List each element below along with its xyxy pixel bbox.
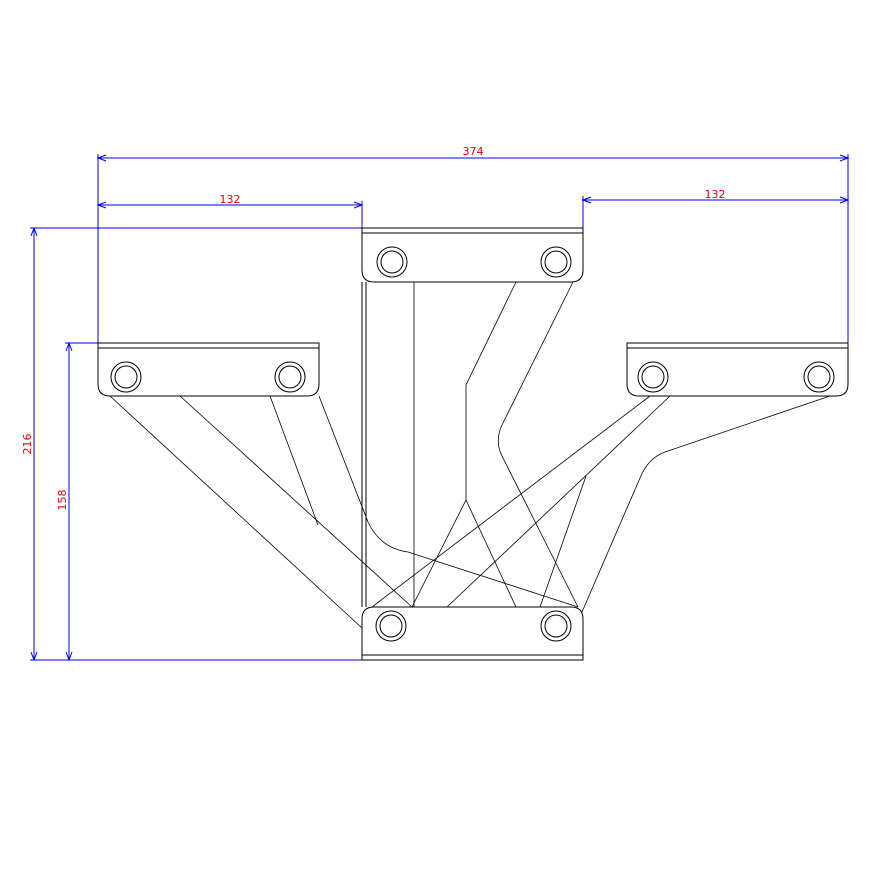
dim-overall-height [30, 226, 362, 662]
bolt-hole-icon [540, 246, 572, 278]
label-overall-height: 216 [21, 434, 34, 455]
bolt-hole-icon [110, 361, 142, 393]
top-plate [361, 227, 584, 283]
label-overall-width: 374 [463, 145, 484, 158]
bolt-hole-icon [375, 610, 407, 642]
dimension-labels: 374 132 132 216 158 [21, 145, 726, 511]
label-right-width: 132 [705, 188, 726, 201]
left-plate [97, 342, 320, 397]
bolt-hole-icon [274, 361, 306, 393]
bottom-plate [361, 606, 584, 661]
bolt-hole-icon [637, 361, 669, 393]
dim-side-height [65, 341, 98, 662]
label-side-height: 158 [56, 490, 69, 511]
dimension-lines [30, 154, 850, 662]
dim-overall-width [96, 154, 850, 343]
right-plate [626, 342, 849, 397]
bolt-hole-icon [540, 610, 572, 642]
bolt-hole-icon [803, 361, 835, 393]
dim-left-width [96, 201, 364, 228]
struts [109, 281, 831, 629]
bolt-hole-icon [376, 246, 408, 278]
dim-right-width [581, 196, 850, 228]
label-left-width: 132 [220, 193, 241, 206]
center-post [361, 282, 415, 607]
